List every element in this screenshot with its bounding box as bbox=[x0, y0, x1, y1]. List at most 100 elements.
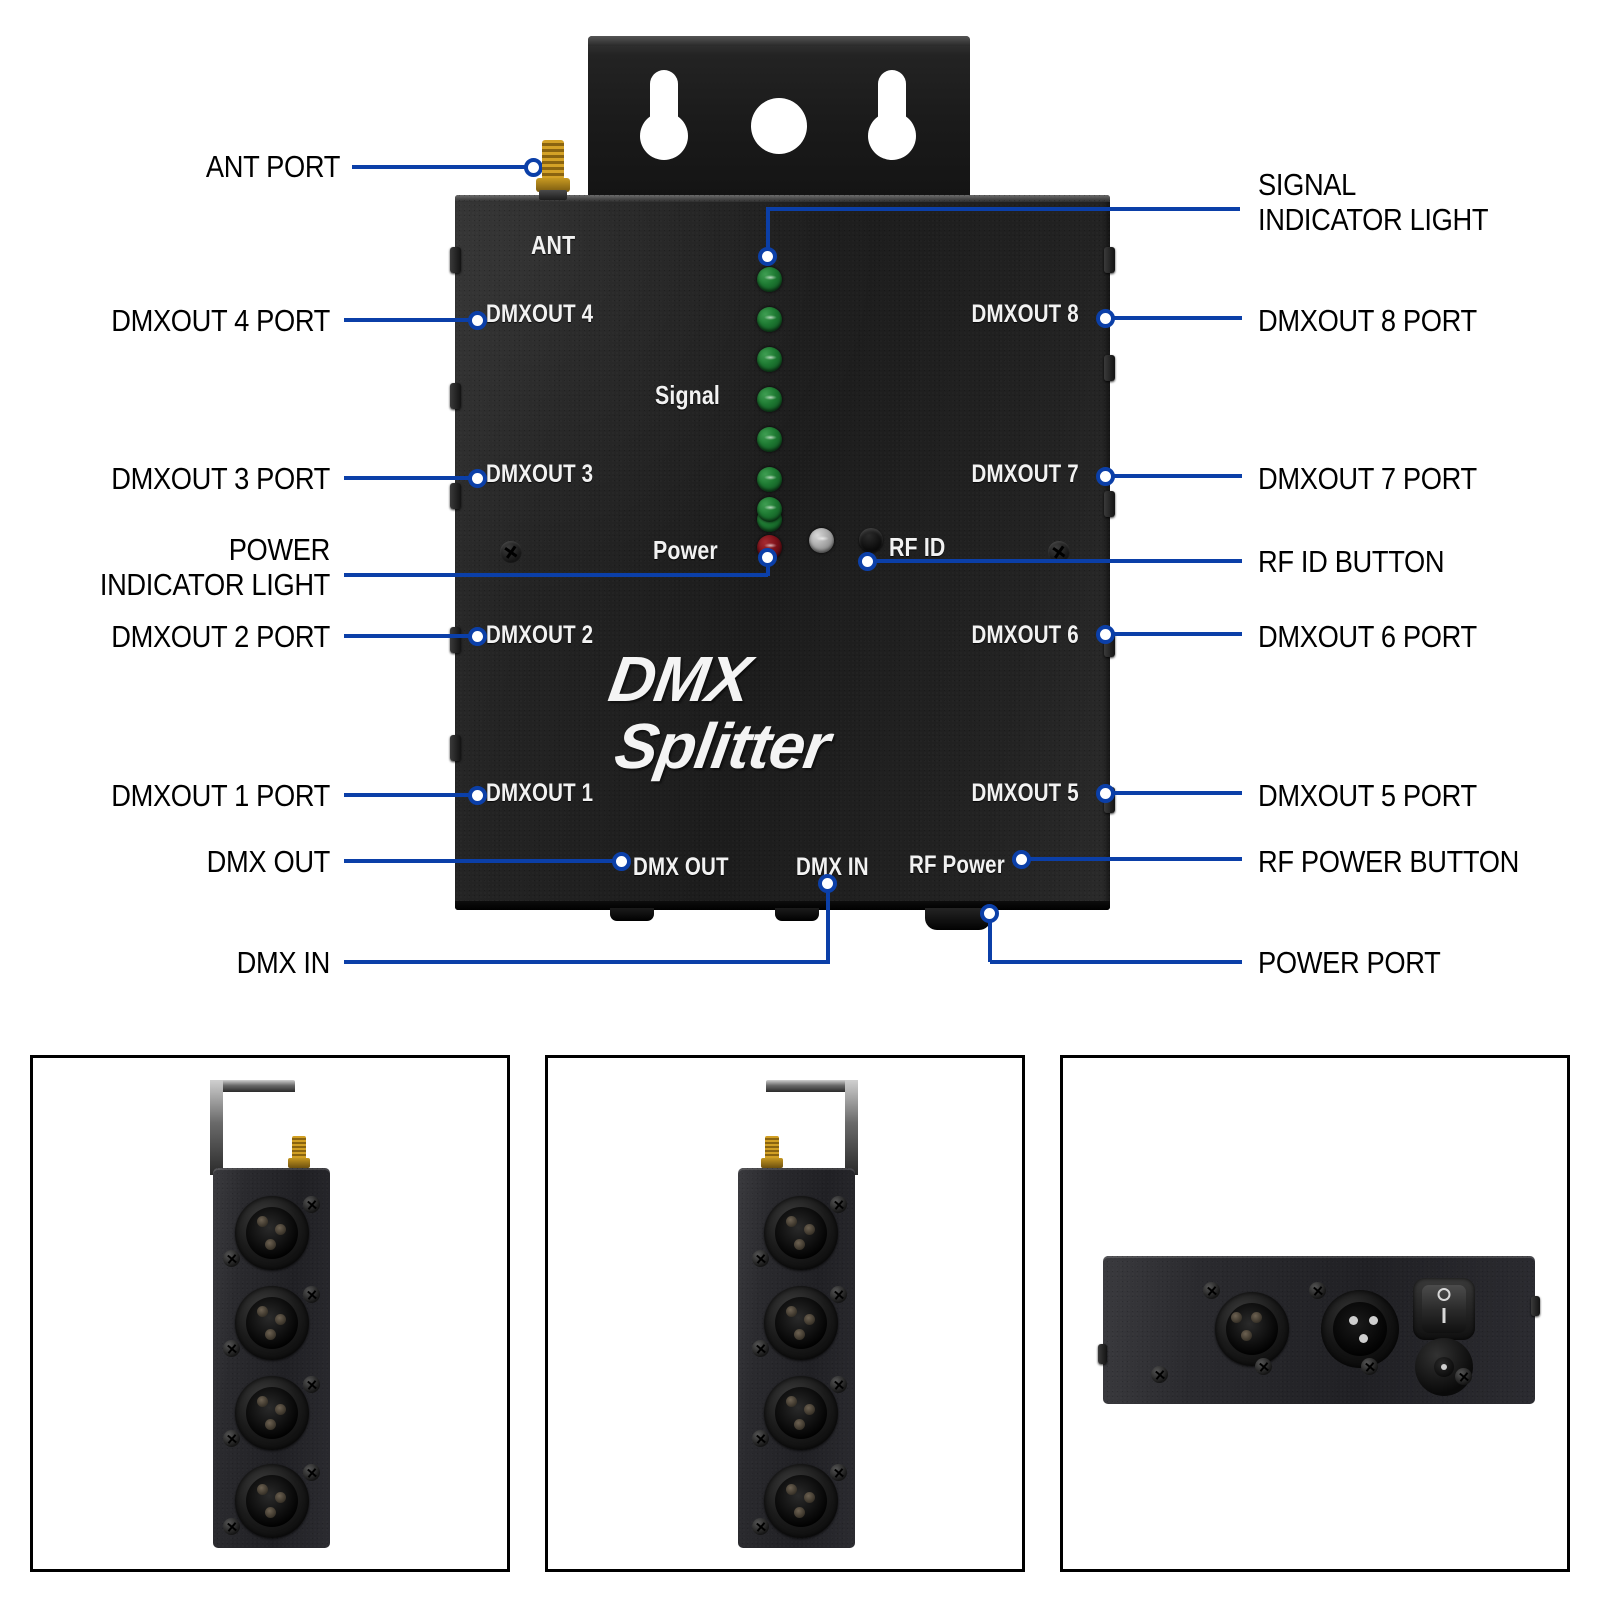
power-port-jack bbox=[925, 908, 991, 930]
product-logo-line1: DMX bbox=[604, 643, 755, 715]
device-top-edge bbox=[455, 195, 1110, 202]
edge-nub-r4 bbox=[1104, 631, 1115, 657]
device-bottom-edge-body bbox=[1098, 1256, 1540, 1404]
rf-power-rocker-switch[interactable] bbox=[1413, 1278, 1475, 1340]
power-off-symbol-icon bbox=[1437, 1288, 1451, 1301]
dmx-in-xlr-female bbox=[1215, 1292, 1289, 1366]
leader-power-port-riser bbox=[988, 916, 992, 962]
sma-connector-panel-2 bbox=[761, 1136, 783, 1170]
bracket-arm-horizontal-1 bbox=[210, 1080, 295, 1092]
bracket-round-hole bbox=[751, 98, 807, 154]
callout-label-power-port: POWER PORT bbox=[1258, 945, 1441, 980]
sma-thread bbox=[542, 140, 564, 180]
leader-signal-indicator-riser bbox=[766, 207, 770, 253]
signal-led-3 bbox=[757, 347, 782, 372]
leader-rf-power-button bbox=[1030, 857, 1242, 861]
callout-label-dmxout3-port: DMXOUT 3 PORT bbox=[111, 461, 330, 496]
leader-ant-port bbox=[352, 165, 528, 169]
callout-label-dmxout8-port: DMXOUT 8 PORT bbox=[1258, 303, 1477, 338]
photo-panel-bottom-edge-view bbox=[1060, 1055, 1570, 1572]
callout-label-rf-power-button: RF POWER BUTTON bbox=[1258, 844, 1519, 879]
case-screw-right bbox=[1048, 541, 1070, 563]
dot-power-indicator bbox=[758, 548, 777, 567]
edge-nub-bottom-right bbox=[1531, 1296, 1540, 1316]
dot-signal-indicator bbox=[758, 247, 777, 266]
leader-signal-indicator bbox=[768, 207, 1240, 211]
edge-nub-l4 bbox=[450, 627, 461, 653]
leader-dmxout8-port bbox=[1112, 316, 1242, 320]
device-label-dmxout1: DMXOUT 1 bbox=[486, 779, 594, 807]
dot-power-port bbox=[980, 904, 999, 923]
callout-label-dmxout5-port: DMXOUT 5 PORT bbox=[1258, 778, 1477, 813]
bracket-keyhole-bulb-left bbox=[640, 112, 688, 160]
product-logo-line2: Splitter bbox=[610, 710, 835, 782]
photo-panel-side-view-right bbox=[545, 1055, 1025, 1572]
signal-led-6 bbox=[757, 467, 782, 492]
device-label-dmxout5: DMXOUT 5 bbox=[971, 779, 1079, 807]
xlr-out-3-panel-1 bbox=[235, 1376, 309, 1450]
leader-power-indicator bbox=[344, 573, 768, 577]
signal-led-1 bbox=[757, 267, 782, 292]
device-side-body-1 bbox=[213, 1168, 330, 1548]
dot-dmx-in bbox=[818, 874, 837, 893]
xlr-out-1-panel-2 bbox=[764, 1196, 838, 1270]
edge-nub-l2 bbox=[450, 383, 461, 409]
device-label-ant: ANT bbox=[531, 230, 576, 260]
device-label-signal: Signal bbox=[655, 380, 720, 410]
edge-nub-l5 bbox=[450, 735, 461, 761]
signal-led-4 bbox=[757, 387, 782, 412]
photo-panel-side-view-left bbox=[30, 1055, 510, 1572]
device-side-body-2 bbox=[738, 1168, 855, 1548]
sma-base bbox=[539, 190, 567, 200]
device-body: ANT DMXOUT 4 DMXOUT 3 DMXOUT 2 DMXOUT 1 … bbox=[450, 195, 1115, 910]
callout-label-ant-port: ANT PORT bbox=[205, 149, 340, 184]
dot-dmx-out bbox=[612, 852, 631, 871]
bracket-arm-vertical-1 bbox=[210, 1080, 223, 1175]
callout-label-rfid-button: RF ID BUTTON bbox=[1258, 544, 1445, 579]
device-label-dmxout8: DMXOUT 8 bbox=[971, 300, 1079, 328]
rfid-button[interactable] bbox=[859, 528, 883, 552]
edge-nub-r1 bbox=[1104, 247, 1115, 273]
status-led bbox=[809, 528, 834, 553]
dot-dmxout3-port bbox=[468, 469, 487, 488]
device-label-dmxout6: DMXOUT 6 bbox=[971, 621, 1079, 649]
callout-label-dmx-out: DMX OUT bbox=[206, 844, 331, 879]
leader-rfid-button bbox=[876, 559, 1242, 563]
signal-led-2 bbox=[757, 307, 782, 332]
dc-power-jack bbox=[1415, 1338, 1473, 1396]
dot-dmxout6-port bbox=[1096, 625, 1115, 644]
leader-dmxout7-port bbox=[1112, 474, 1242, 478]
device-label-dmxout2: DMXOUT 2 bbox=[486, 621, 594, 649]
leader-dmx-out bbox=[344, 859, 618, 863]
product-diagram: ANT DMXOUT 4 DMXOUT 3 DMXOUT 2 DMXOUT 1 … bbox=[0, 0, 1600, 1010]
dot-ant-port bbox=[524, 158, 543, 177]
edge-nub-l3 bbox=[450, 483, 461, 509]
callout-label-dmxout2-port: DMXOUT 2 PORT bbox=[111, 619, 330, 654]
leader-dmxout1-port bbox=[344, 793, 474, 797]
device-foot-1 bbox=[610, 908, 654, 921]
xlr-out-4-panel-1 bbox=[235, 1464, 309, 1538]
dot-dmxout5-port bbox=[1096, 784, 1115, 803]
callout-label-signal-indicator: SIGNAL INDICATOR LIGHT bbox=[1258, 167, 1489, 237]
device-label-rfpower: RF Power bbox=[909, 851, 1005, 879]
dot-dmxout4-port bbox=[468, 311, 487, 330]
callout-label-dmxout6-port: DMXOUT 6 PORT bbox=[1258, 619, 1477, 654]
wall-mount-bracket bbox=[588, 36, 970, 198]
leader-dmx-in bbox=[344, 960, 830, 964]
xlr-out-2-panel-1 bbox=[235, 1286, 309, 1360]
xlr-out-4-panel-2 bbox=[764, 1464, 838, 1538]
callout-label-power-indicator: POWER INDICATOR LIGHT bbox=[99, 532, 331, 602]
callout-label-dmxout7-port: DMXOUT 7 PORT bbox=[1258, 461, 1477, 496]
device-label-dmxout4: DMXOUT 4 bbox=[486, 300, 594, 328]
device-foot-2 bbox=[775, 908, 819, 921]
ant-connector bbox=[536, 140, 570, 200]
sma-connector-panel-1 bbox=[288, 1136, 310, 1170]
callout-label-dmxout4-port: DMXOUT 4 PORT bbox=[111, 303, 330, 338]
leader-dmxout3-port bbox=[344, 476, 474, 480]
device-label-power: Power bbox=[653, 535, 718, 565]
dot-rf-power-button bbox=[1012, 850, 1031, 869]
xlr-out-2-panel-2 bbox=[764, 1286, 838, 1360]
dot-rfid-button bbox=[858, 552, 877, 571]
bracket-keyhole-bulb-right bbox=[868, 112, 916, 160]
signal-led-5 bbox=[757, 427, 782, 452]
